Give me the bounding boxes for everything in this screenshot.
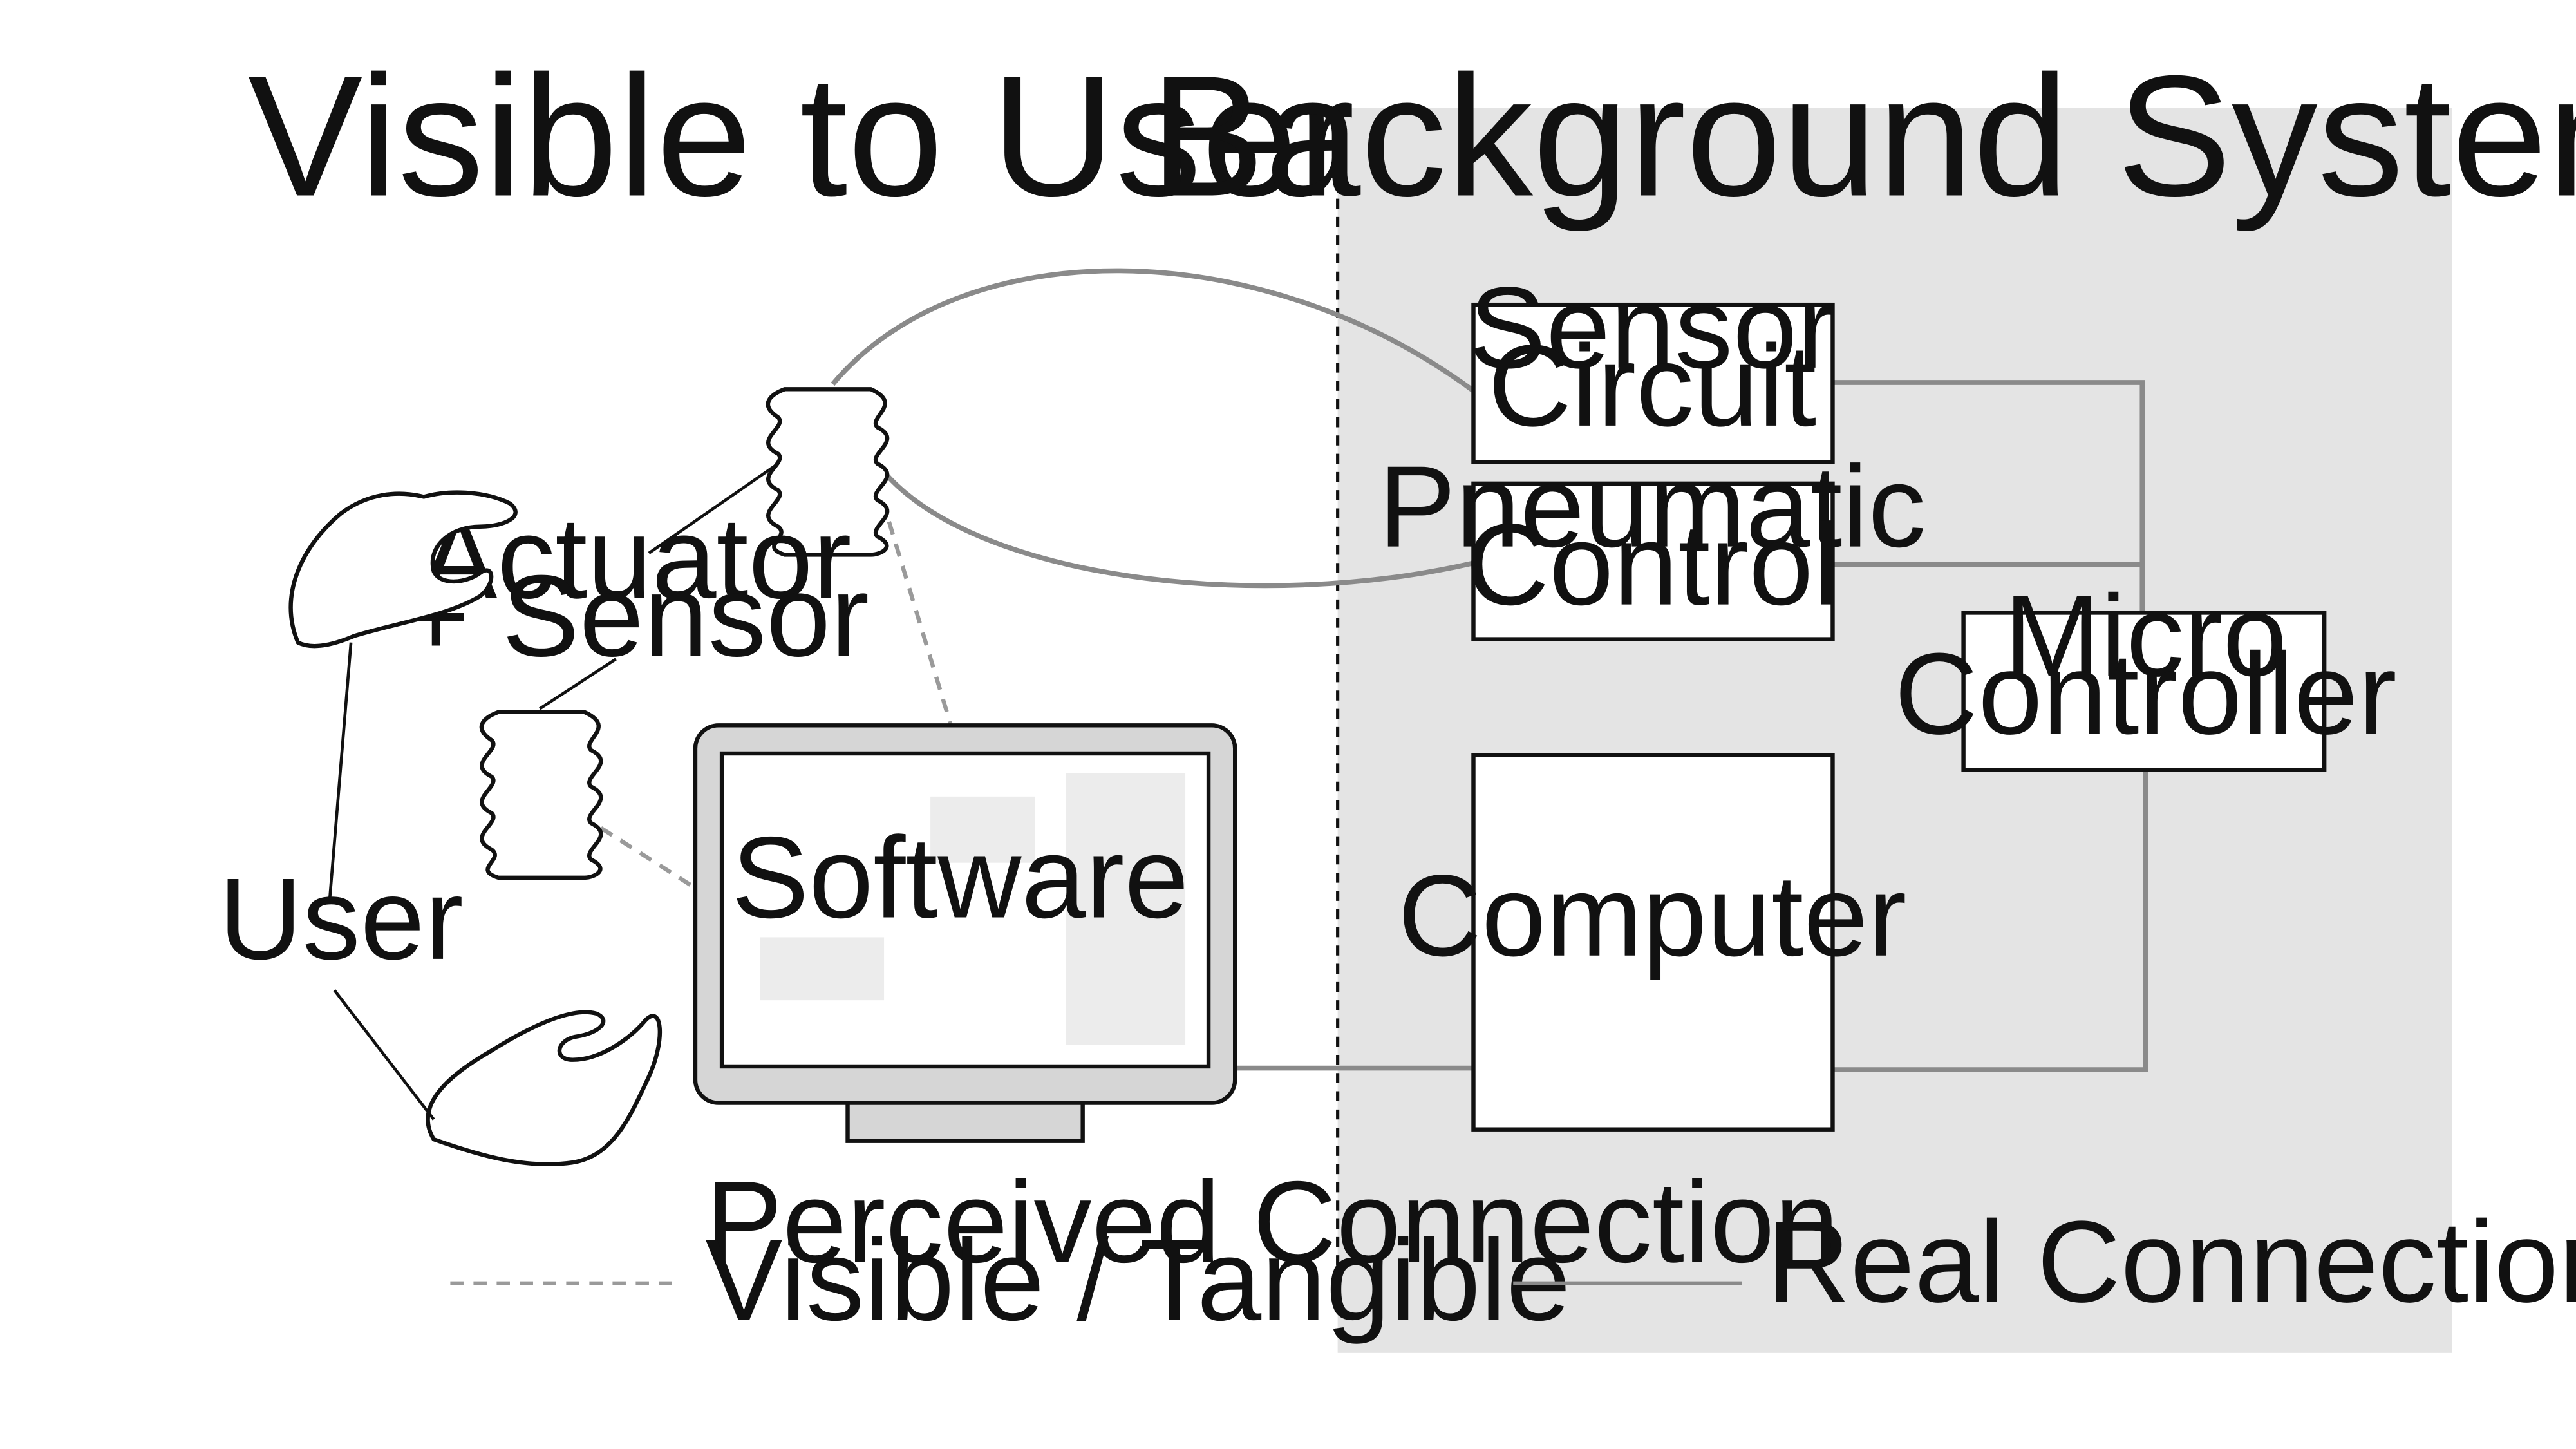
real-connection-computer-mc — [1832, 770, 2148, 1072]
sensor-circuit-label-line1: Sensor — [1469, 263, 1836, 393]
hand-icon — [288, 490, 518, 649]
legend-perceived-label-line1: Perceived Connection — [705, 1157, 1839, 1287]
sensor-circuit-label-line2: Circuit — [1488, 321, 1816, 451]
screen-panel-top — [930, 796, 1035, 863]
micro-controller-box — [1961, 611, 2327, 772]
legend-perceived-label-line2: Visible / Tangible — [705, 1215, 1570, 1345]
real-connection-sensor-loop — [831, 268, 1475, 393]
user-label: User — [219, 855, 464, 984]
software-label: Software — [731, 813, 1189, 943]
user-leader-top — [328, 642, 353, 903]
computer-label: Computer — [1398, 851, 1906, 981]
user-leader-bottom — [333, 989, 435, 1121]
screen-panel-bottom — [760, 937, 885, 1001]
micro-controller-label-line1: Micro — [2004, 571, 2287, 701]
monitor-icon — [693, 723, 1237, 1143]
pneumatic-control-box — [1471, 481, 1835, 641]
pneumatic-control-label-line1: Pneumatic — [1378, 442, 1926, 572]
background-system-title: Background System — [1150, 39, 2576, 232]
real-connection-sensor-mc — [1832, 380, 2145, 613]
visible-to-user-title: Visible to User — [248, 39, 1355, 232]
sensor-circuit-box — [1471, 302, 1835, 464]
actuator-icon — [766, 387, 890, 557]
actuator-leader-bottom — [538, 658, 617, 710]
actuator-icon-lower — [479, 710, 603, 880]
computer-box — [1471, 753, 1835, 1132]
real-connections — [831, 268, 2148, 1072]
micro-controller-label-line2: Controller — [1894, 629, 2396, 759]
actuator-leader-top — [648, 462, 779, 554]
screen-panel-right — [1066, 773, 1186, 1045]
pneumatic-control-label-line2: Control — [1465, 500, 1839, 630]
legend-real-label: Real Connection — [1767, 1197, 2576, 1327]
actuator-label-line2: + Sensor — [402, 551, 869, 681]
real-connection-pneumatic-loop — [882, 470, 1474, 589]
hand-icon-lower — [426, 1010, 663, 1167]
